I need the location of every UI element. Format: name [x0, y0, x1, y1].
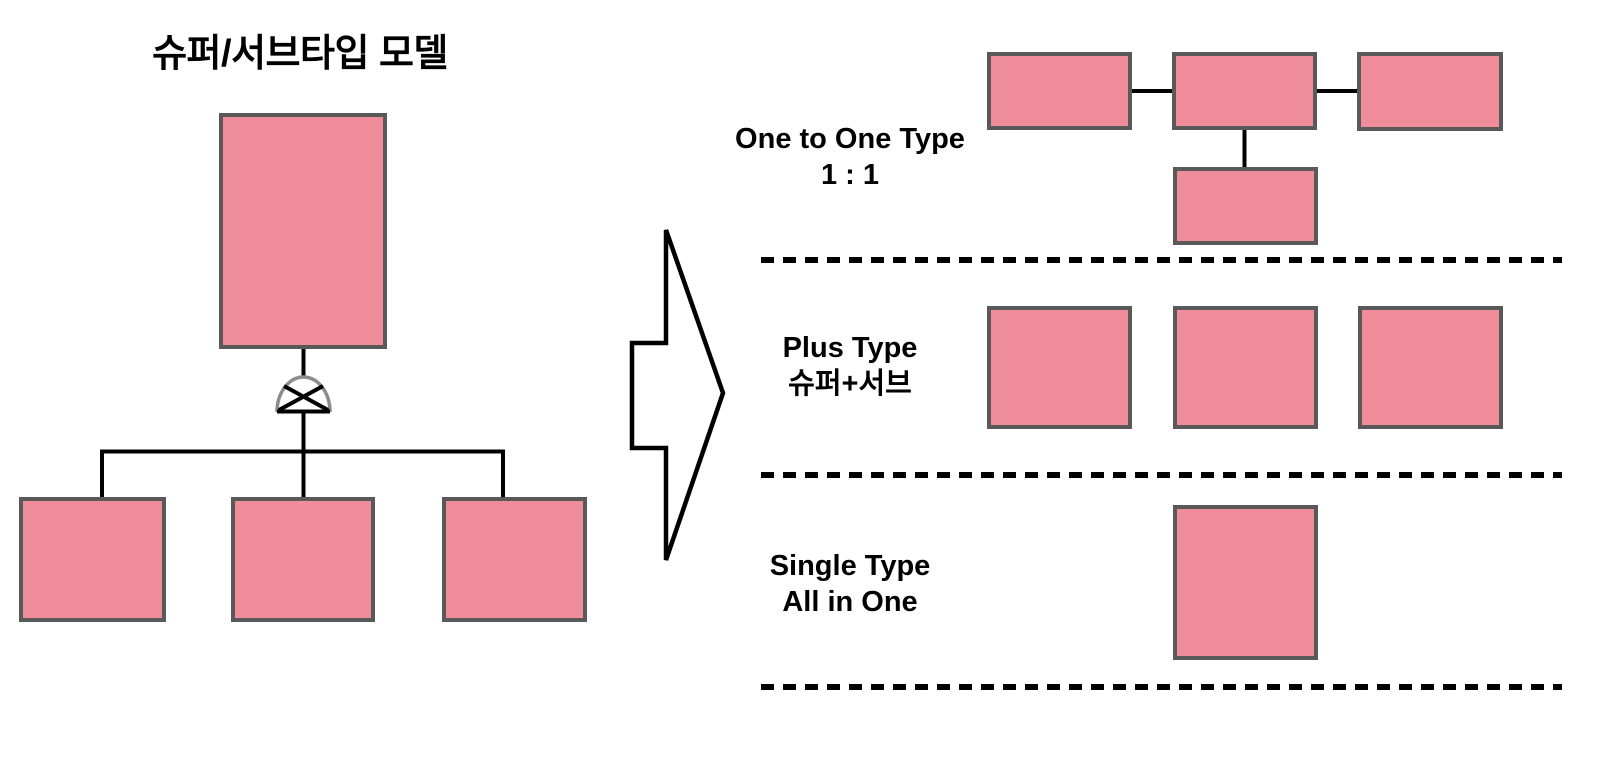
- subtype-box-3: [442, 497, 587, 622]
- subtype-box-1: [19, 497, 166, 622]
- single-type-box: [1173, 505, 1318, 660]
- one-to-one-label-block: One to One Type 1 : 1: [700, 121, 1000, 193]
- plus-type-sublabel: 슈퍼+서브: [788, 368, 912, 400]
- plus-type-box-2: [1173, 306, 1318, 429]
- diagram-title: 슈퍼/서브타입 모델: [152, 33, 448, 75]
- subtype-box-2: [231, 497, 375, 622]
- one-to-one-sublabel: 1 : 1: [820, 159, 880, 191]
- one-to-one-label: One to One Type: [735, 123, 965, 155]
- one-to-one-box-1: [987, 52, 1132, 130]
- xor-cross-line-1: [283, 384, 329, 412]
- plus-type-box-3: [1358, 306, 1503, 429]
- plus-type-label-block: Plus Type 슈퍼+서브: [700, 330, 1000, 402]
- single-type-label-block: Single Type All in One: [700, 548, 1000, 620]
- one-to-one-box-4: [1173, 167, 1318, 245]
- exclusive-or-arc-icon: [275, 375, 332, 414]
- transform-arrow-icon: [629, 229, 726, 561]
- plus-type-box-1: [987, 306, 1132, 429]
- one-to-one-box-2: [1172, 52, 1317, 130]
- one-to-one-box-3: [1357, 52, 1503, 131]
- plus-type-label: Plus Type: [782, 332, 918, 364]
- xor-cross-line-2: [278, 384, 324, 412]
- single-type-label: Single Type: [769, 550, 931, 582]
- single-type-sublabel: All in One: [782, 586, 918, 618]
- supertype-box: [219, 113, 387, 349]
